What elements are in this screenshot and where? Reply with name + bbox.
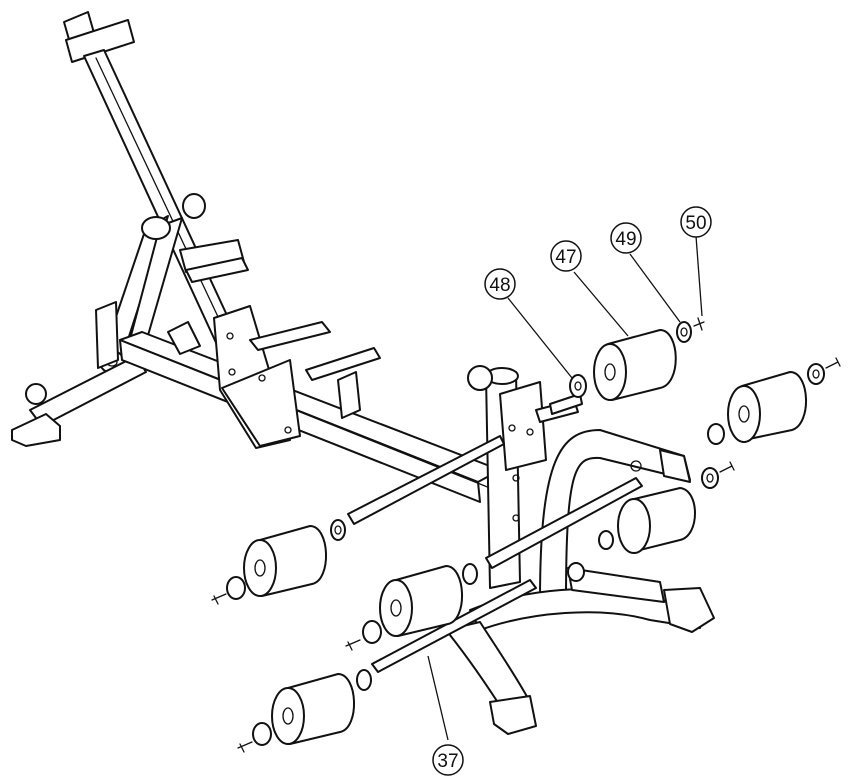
callout-50-circle [680, 206, 712, 238]
callout-48-circle [484, 268, 516, 300]
callout-leaders [427, 235, 703, 741]
callout-49-circle [610, 222, 642, 254]
callout-48-label: 48 [489, 275, 510, 296]
roller-pad-47 [593, 329, 677, 401]
roller-rods [347, 393, 643, 673]
roller-pad-left-upper [243, 525, 327, 597]
callout-47-label: 47 [555, 247, 576, 268]
callout-50: 50 [680, 206, 712, 238]
callout-37-circle [432, 744, 464, 776]
rear-base-foot [11, 355, 147, 447]
roller-pad-left-middle [379, 565, 463, 637]
callout-49-label: 49 [615, 229, 636, 250]
roller-pad-right-rear [727, 371, 807, 443]
washers-and-bolts [211, 317, 841, 753]
front-base-legs [445, 562, 715, 735]
roller-arm-frame [539, 429, 691, 601]
callout-49: 49 [610, 222, 642, 254]
callout-37-label: 37 [437, 751, 458, 772]
callout-50-label: 50 [685, 213, 706, 234]
callout-48: 48 [484, 268, 516, 300]
callout-47: 47 [550, 240, 582, 272]
roller-pads [243, 329, 807, 745]
roller-pad-left-lower [271, 673, 355, 745]
roller-pad-right-front [617, 487, 696, 554]
main-frame-rail [119, 305, 501, 503]
callout-47-circle [550, 240, 582, 272]
callout-37: 37 [432, 744, 464, 776]
